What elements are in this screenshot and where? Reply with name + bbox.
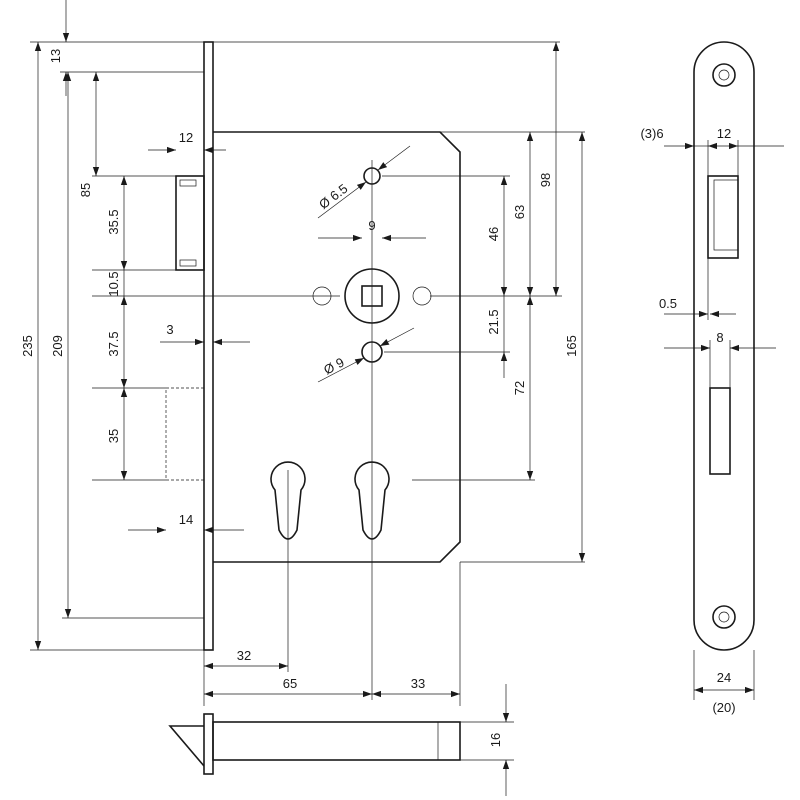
dim-10-5: 10.5 [106, 271, 121, 296]
dim-0-5: 0.5 [659, 296, 677, 311]
dim-dia-6-5: Ø 6.5 [316, 181, 350, 212]
dim-165: 165 [564, 335, 579, 357]
dim-209: 209 [50, 335, 65, 357]
dim-16: 16 [488, 733, 503, 747]
dim-9: 9 [368, 218, 375, 233]
dim-dia-9: Ø 9 [321, 354, 347, 377]
dim-235: 235 [20, 335, 35, 357]
dim-13: 13 [48, 49, 63, 63]
dim-32: 32 [237, 648, 251, 663]
dim-35: 35 [106, 429, 121, 443]
screw-bottom [712, 605, 736, 629]
latch [175, 175, 205, 271]
side-view: (3)6 12 0.5 8 24 (20) [640, 41, 784, 715]
keyhole-left [270, 461, 306, 540]
dim-33: 33 [411, 676, 425, 691]
dim-98: 98 [538, 173, 553, 187]
dim-20: (20) [712, 700, 735, 715]
horizontal-dimension-lines [128, 145, 460, 698]
side-bolt-slot [709, 387, 731, 475]
bottom-body [212, 721, 461, 761]
front-view-labels: 13 235 209 85 35.5 10.5 37.5 35 12 3 14 … [20, 49, 579, 691]
dim-24: 24 [717, 670, 731, 685]
dim-side-12: 12 [717, 126, 731, 141]
faceplate [203, 41, 214, 651]
dim-72: 72 [512, 381, 527, 395]
deadbolt-hidden [165, 387, 205, 481]
dim-12: 12 [179, 130, 193, 145]
dim-8: 8 [716, 330, 723, 345]
screw-top [712, 63, 736, 87]
dim-3: 3 [166, 322, 173, 337]
bottom-view: 16 [168, 684, 514, 796]
front-view: 13 235 209 85 35.5 10.5 37.5 35 12 3 14 … [20, 0, 586, 706]
dim-85: 85 [78, 183, 93, 197]
dim-35-5: 35.5 [106, 209, 121, 234]
lock-body [213, 131, 461, 563]
dim-63: 63 [512, 205, 527, 219]
extension-lines [30, 41, 585, 706]
side-faceplate [693, 41, 755, 651]
bottom-faceplate [203, 713, 214, 775]
dim-14: 14 [179, 512, 193, 527]
latch-bevel [168, 725, 205, 767]
dim-37-5: 37.5 [106, 331, 121, 356]
side-latch [707, 175, 739, 259]
dim-3-6: (3)6 [640, 126, 663, 141]
dim-65: 65 [283, 676, 297, 691]
dim-46: 46 [486, 227, 501, 241]
dimension-lines [34, 0, 586, 650]
dim-21-5: 21.5 [486, 309, 501, 334]
keyhole-right [354, 461, 390, 540]
